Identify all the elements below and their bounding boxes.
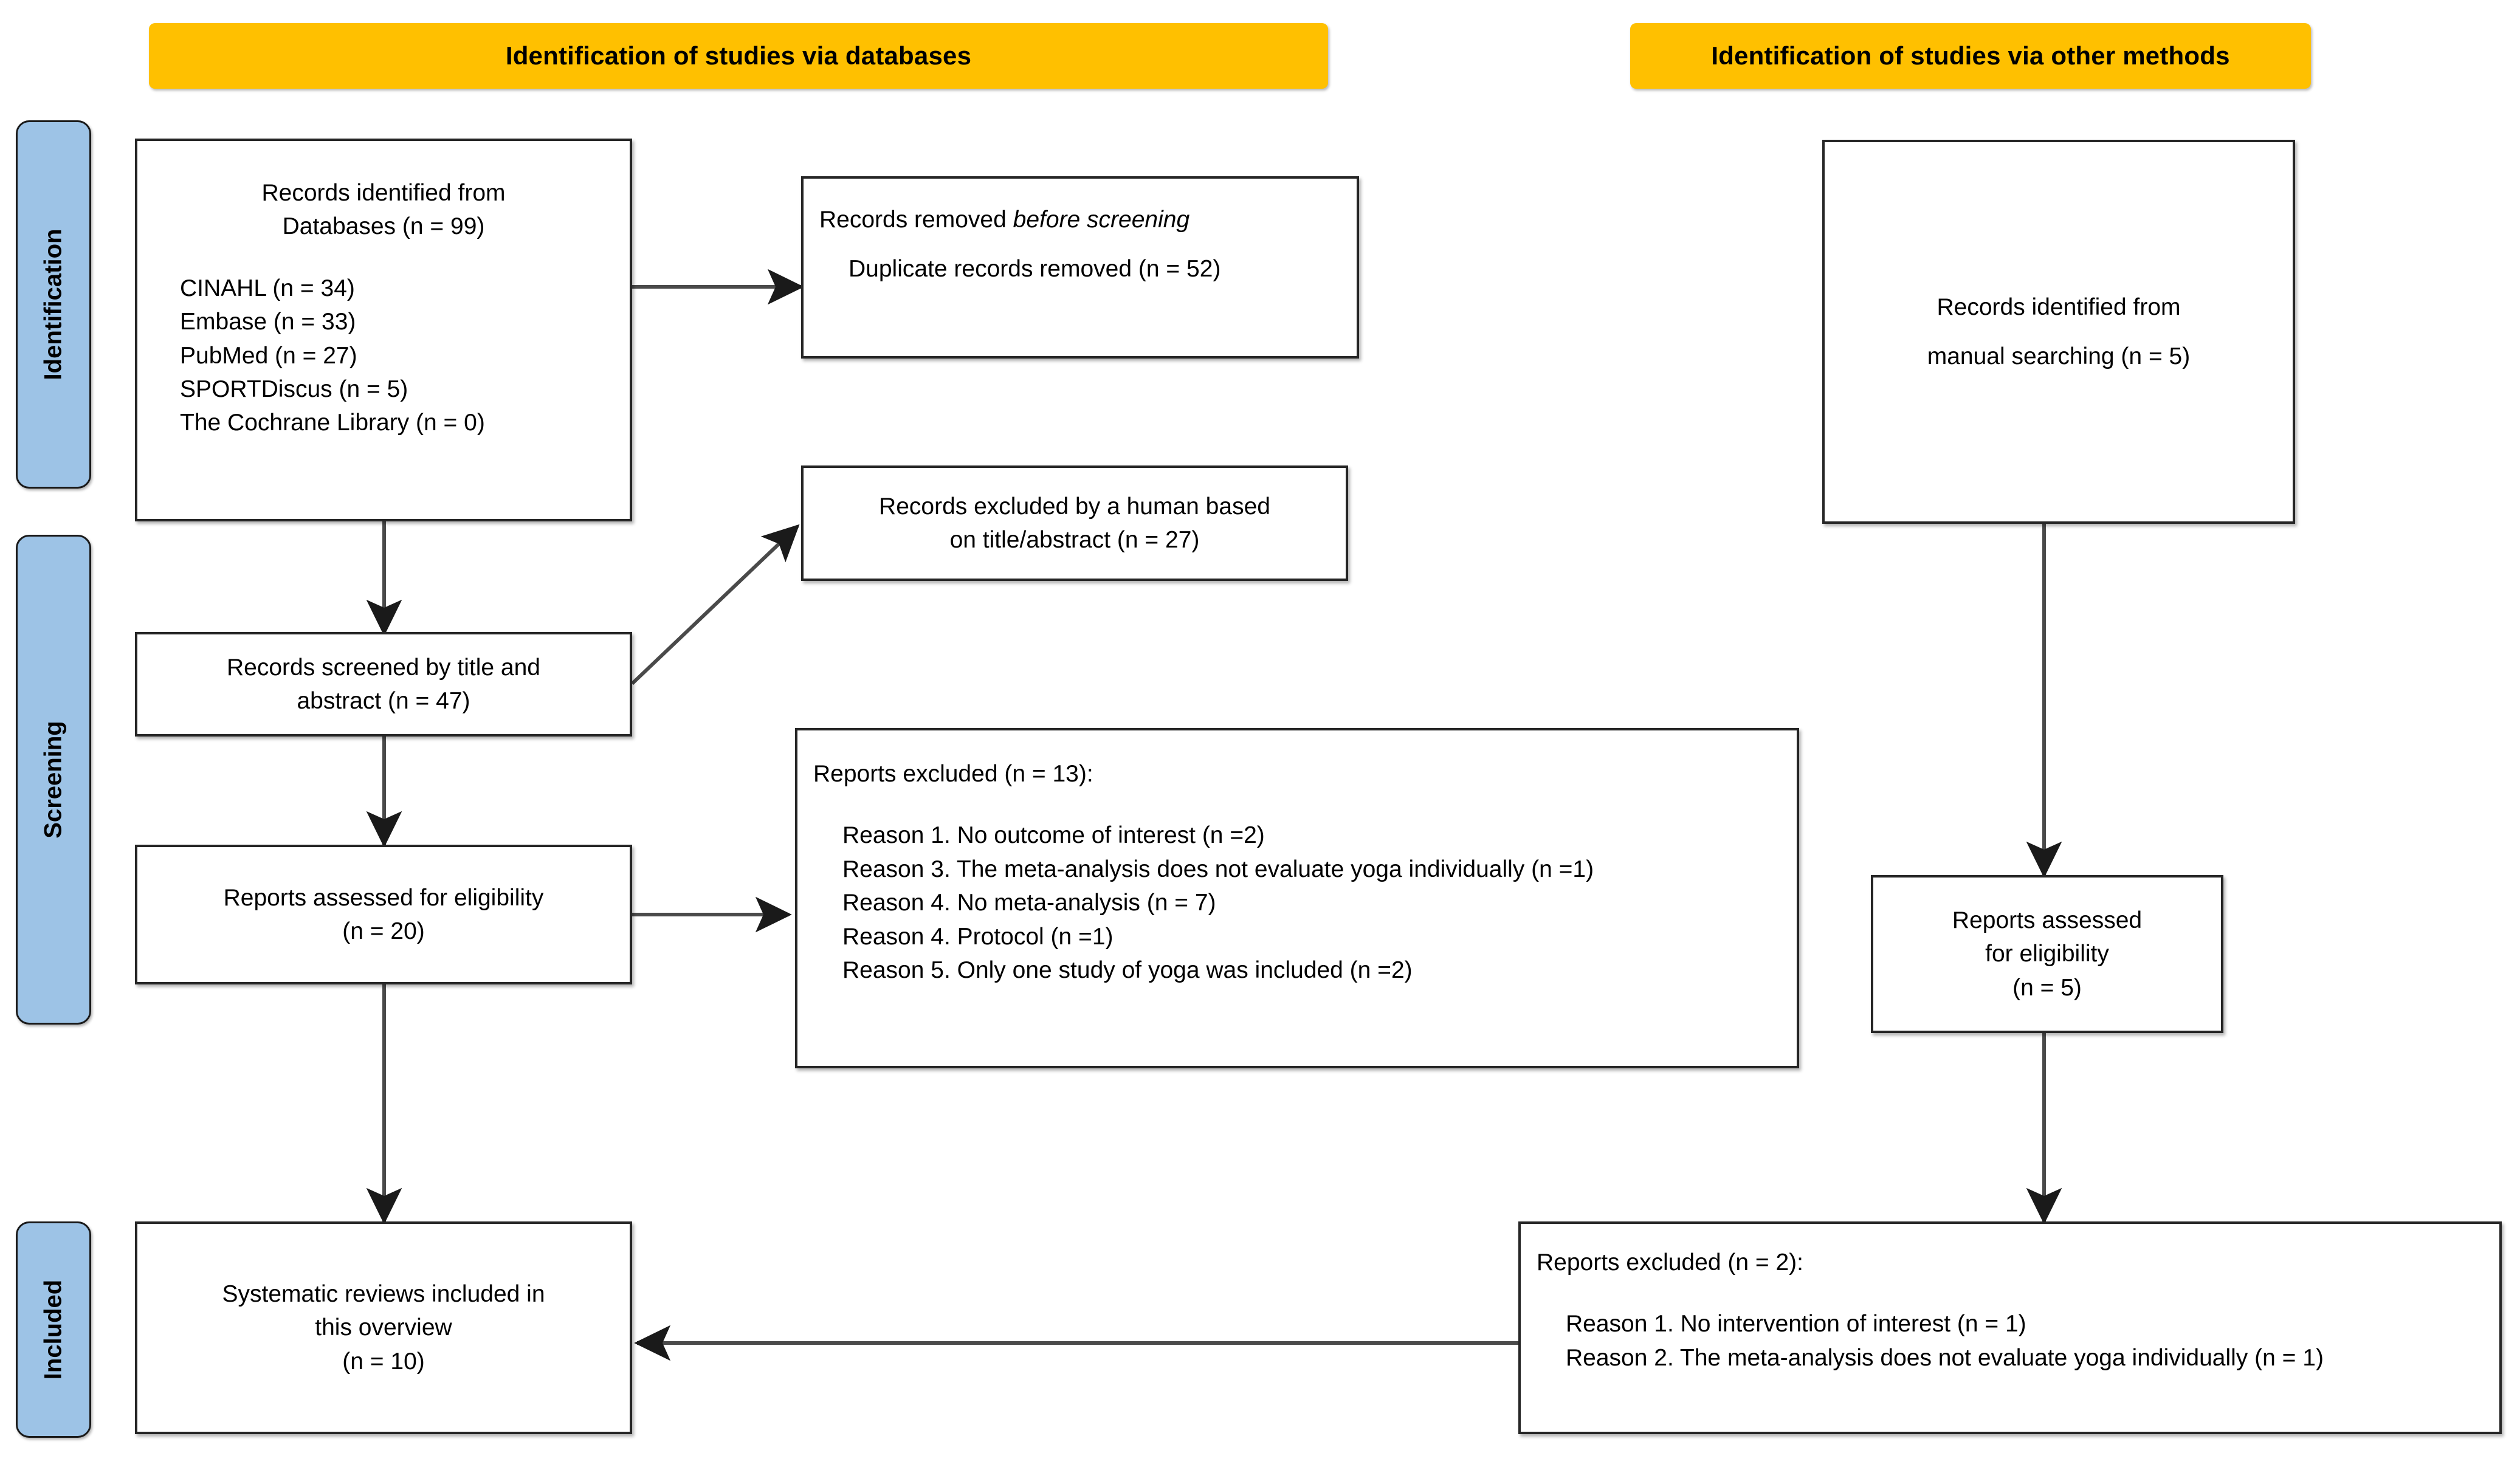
box-reports-excluded-other: Reports excluded (n = 2): Reason 1. No i… (1518, 1221, 2502, 1434)
stage-label-identification: Identification (16, 120, 91, 489)
source-pubmed: PubMed (n = 27) (180, 342, 357, 369)
reports-excluded-db-reason-3: Reason 3. The meta-analysis does not eva… (842, 856, 1594, 882)
arrow-screened-to-excluded (630, 524, 800, 685)
source-sportdiscus: SPORTDiscus (n = 5) (180, 376, 408, 402)
box-reports-assessed: Reports assessed for eligibility (n = 20… (135, 845, 632, 984)
reports-assessed-line2: (n = 20) (342, 918, 425, 944)
records-removed-item-duplicates: Duplicate records removed (n = 52) (849, 256, 1221, 283)
box-records-removed: Records removed before screening Duplica… (801, 176, 1359, 359)
systematic-reviews-line1: Systematic reviews included in (222, 1280, 545, 1307)
stage-included-text: Included (40, 1279, 67, 1380)
records-manual-line2: manual searching (n = 5) (1927, 343, 2191, 369)
box-records-excluded: Records excluded by a human based on tit… (801, 465, 1348, 581)
reports-excluded-db-heading: Reports excluded (n = 13): (813, 761, 1093, 787)
reports-assessed-other-line3: (n = 5) (2012, 974, 2082, 1001)
source-cinahl: CINAHL (n = 34) (180, 275, 355, 301)
reports-excluded-db-reason-4a: Reason 4. No meta-analysis (n = 7) (842, 890, 1216, 916)
box-records-manual-searching: Records identified from manual searching… (1822, 140, 2295, 524)
stage-label-included: Included (16, 1221, 91, 1438)
records-removed-title: Records removed before screening (819, 203, 1189, 236)
records-removed-item-list: Duplicate records removed (n = 52) (819, 252, 1220, 286)
box-records-identified: Records identified from Databases (n = 9… (135, 139, 632, 521)
reports-assessed-other-line1: Reports assessed (1952, 907, 2143, 933)
stage-screening-text: Screening (40, 721, 67, 839)
source-embase: Embase (n = 33) (180, 309, 356, 335)
reports-excluded-db-reason-5: Reason 5. Only one study of yoga was inc… (842, 957, 1413, 983)
records-screened-line2: abstract (n = 47) (297, 688, 470, 714)
box-systematic-reviews-included: Systematic reviews included in this over… (135, 1221, 632, 1434)
reports-excluded-db-reason-4b: Reason 4. Protocol (n =1) (842, 923, 1114, 950)
banner-other-methods: Identification of studies via other meth… (1630, 23, 2311, 89)
records-manual-line1: Records identified from (1936, 294, 2181, 320)
reports-assessed-line1: Reports assessed for eligibility (223, 884, 544, 911)
records-identified-title-line2: Databases (n = 99) (282, 213, 485, 240)
reports-excluded-other-reason-list: Reason 1. No intervention of interest (n… (1537, 1307, 2324, 1375)
reports-excluded-db-reason-list: Reason 1. No outcome of interest (n =2) … (813, 819, 1594, 987)
systematic-reviews-line2: this overview (315, 1314, 452, 1341)
stage-identification-text: Identification (40, 228, 67, 380)
box-reports-assessed-other: Reports assessed for eligibility (n = 5) (1871, 875, 2223, 1033)
banner-databases: Identification of studies via databases (149, 23, 1328, 89)
records-excluded-line2: on title/abstract (n = 27) (949, 527, 1200, 553)
records-removed-title-prefix: Records removed (819, 207, 1013, 233)
reports-assessed-other-line2: for eligibility (1985, 941, 2109, 967)
records-identified-source-list: CINAHL (n = 34) Embase (n = 33) PubMed (… (153, 272, 485, 440)
banner-databases-label: Identification of studies via databases (505, 41, 972, 70)
records-excluded-line1: Records excluded by a human based (879, 493, 1270, 520)
source-cochrane: The Cochrane Library (n = 0) (180, 410, 485, 436)
box-records-screened: Records screened by title and abstract (… (135, 632, 632, 737)
reports-excluded-other-reason-2: Reason 2. The meta-analysis does not eva… (1566, 1344, 2324, 1371)
reports-excluded-db-reason-1: Reason 1. No outcome of interest (n =2) (842, 822, 1265, 849)
systematic-reviews-line3: (n = 10) (342, 1348, 425, 1375)
banner-other-methods-label: Identification of studies via other meth… (1711, 41, 2230, 70)
reports-excluded-other-heading: Reports excluded (n = 2): (1537, 1249, 1803, 1276)
records-screened-line1: Records screened by title and (227, 654, 540, 681)
stage-label-screening: Screening (16, 535, 91, 1025)
reports-excluded-other-reason-1: Reason 1. No intervention of interest (n… (1566, 1311, 2026, 1338)
box-reports-excluded-databases: Reports excluded (n = 13): Reason 1. No … (795, 728, 1799, 1068)
records-removed-title-italic: before screening (1013, 207, 1190, 233)
records-identified-title-line1: Records identified from (261, 180, 506, 206)
